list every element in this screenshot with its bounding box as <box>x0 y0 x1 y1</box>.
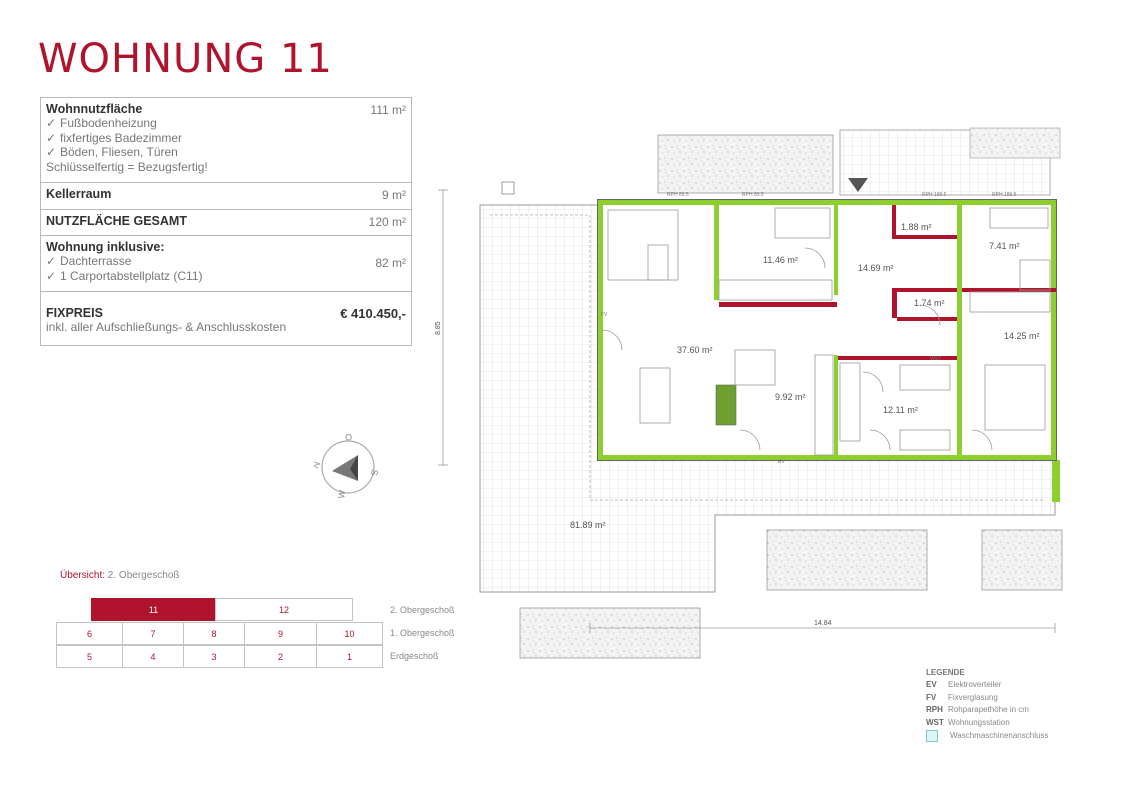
room-kitchen-label: 9.92 m² <box>775 392 806 402</box>
compass-n: N <box>314 460 322 470</box>
check-icon: ✓ <box>46 268 57 283</box>
gravel-roof-2 <box>766 529 928 591</box>
room-storage-label: 1.74 m² <box>914 298 945 308</box>
room-hall-label: 14.69 m² <box>858 263 894 273</box>
unit-cell-3[interactable]: 3 <box>183 645 245 668</box>
unit-cell-9[interactable]: 9 <box>244 622 317 645</box>
legend-item: Waschmaschinenanschluss <box>926 730 1048 743</box>
floor-label-1og: 1. Obergeschoß <box>390 628 455 638</box>
feature-item: ✓Böden, Fliesen, Türen <box>46 145 178 159</box>
page-title: WOHNUNG 11 <box>38 36 333 82</box>
entrance-arrow-icon <box>848 178 868 192</box>
overview-label: Übersicht: 2. Obergeschoß <box>60 570 180 581</box>
cellar-section: Kellerraum 9 m² <box>41 183 411 210</box>
floor-label-2og: 2. Obergeschoß <box>390 605 455 615</box>
cellar-value: 9 m² <box>382 188 406 202</box>
check-icon: ✓ <box>46 130 57 145</box>
compass-ring <box>321 440 375 494</box>
inclusive-label: Wohnung inklusive: <box>46 240 165 254</box>
rph-mark: RPH 89.5 <box>742 192 764 198</box>
unit-cell-5[interactable]: 5 <box>56 645 123 668</box>
dining-table <box>639 367 671 424</box>
bathtub <box>989 207 1049 229</box>
compass-o: O <box>344 433 353 443</box>
unit-cell-1[interactable]: 1 <box>316 645 383 668</box>
apartment-info-box: Wohnnutzfläche 111 m² ✓Fußbodenheizung ✓… <box>40 97 412 346</box>
legend-title: LEGENDE <box>926 668 965 677</box>
check-icon: ✓ <box>46 145 57 159</box>
washing-machine-icon <box>926 730 938 742</box>
terrace-area-value: 82 m² <box>375 256 406 270</box>
price-label: FIXPREIS <box>46 306 103 320</box>
price-note: inkl. aller Aufschließungs- & Anschlussk… <box>46 320 287 334</box>
total-area-section: NUTZFLÄCHE GESAMT 120 m² <box>41 210 411 236</box>
rph-mark: RPH 189.5 <box>992 192 1017 198</box>
dim-width: 14.84 <box>814 620 832 627</box>
unit-cell-6[interactable]: 6 <box>56 622 123 645</box>
dim-height: 8.85 <box>435 321 442 335</box>
rph-mark: RPH 189.5 <box>922 192 947 198</box>
gravel-roof-3 <box>519 607 701 659</box>
room-bath-label: 7.41 m² <box>989 241 1020 251</box>
unit-cell-10[interactable]: 10 <box>316 622 383 645</box>
total-area-label: NUTZFLÄCHE GESAMT <box>46 214 187 228</box>
room-bedroom-label: 14.25 m² <box>1004 331 1040 341</box>
bed <box>984 364 1046 431</box>
unit-cell-7[interactable]: 7 <box>122 622 184 645</box>
room-b-label: 12.11 m² <box>883 405 918 415</box>
ev-mark: EV <box>778 459 785 465</box>
apartment-outline <box>597 199 1057 461</box>
room-wc-label: 1.88 m² <box>901 222 932 232</box>
feature-item: ✓fixfertiges Badezimmer <box>46 130 183 145</box>
kitchen-island <box>715 384 737 426</box>
inclusive-item: ✓1 Carportabstellplatz (C11) <box>46 268 203 283</box>
living-area-value: 111 m² <box>370 103 406 117</box>
compass-rose: O N S W <box>314 433 380 500</box>
wst-mark: WST <box>930 356 941 362</box>
turnkey-note: Schlüsselfertig = Bezugsfertig! <box>46 159 208 174</box>
room-living-label: 37.60 m² <box>677 345 713 355</box>
total-area-value: 120 m² <box>368 215 406 229</box>
unit-cell-11[interactable]: 11 <box>91 598 216 621</box>
unit-cell-2[interactable]: 2 <box>244 645 317 668</box>
compass-w: W <box>336 489 347 500</box>
inclusive-section: Wohnung inklusive: ✓Dachterrasse ✓1 Carp… <box>41 236 411 292</box>
floor-plan: 37.60 m² 9.92 m² 11.46 m² 14.69 m² 1.88 … <box>435 127 1063 659</box>
unit-cell-8[interactable]: 8 <box>183 622 245 645</box>
rph-mark: RPH 89.5 <box>667 192 689 198</box>
room-a-label: 11.46 m² <box>763 255 798 265</box>
floor-label-eg: Erdgeschoß <box>390 651 439 661</box>
price-value: € 410.450,- <box>340 306 406 321</box>
check-icon: ✓ <box>46 254 57 268</box>
fv-mark: FV <box>601 312 608 318</box>
cellar-label: Kellerraum <box>46 187 112 201</box>
compass-s: S <box>369 469 380 477</box>
inclusive-item: ✓Dachterrasse <box>46 254 132 268</box>
unit-cell-12[interactable]: 12 <box>215 598 353 621</box>
check-icon: ✓ <box>46 116 57 130</box>
unit-cell-4[interactable]: 4 <box>122 645 184 668</box>
price-section: FIXPREIS € 410.450,- inkl. aller Aufschl… <box>41 292 411 345</box>
north-arrow-icon <box>332 455 358 481</box>
living-area-section: Wohnnutzfläche 111 m² ✓Fußbodenheizung ✓… <box>41 98 411 183</box>
gravel-roof-1 <box>657 134 834 194</box>
living-area-label: Wohnnutzfläche <box>46 102 143 116</box>
room-terrace-label: 81.89 m² <box>570 520 606 530</box>
feature-item: ✓Fußbodenheizung <box>46 116 157 130</box>
